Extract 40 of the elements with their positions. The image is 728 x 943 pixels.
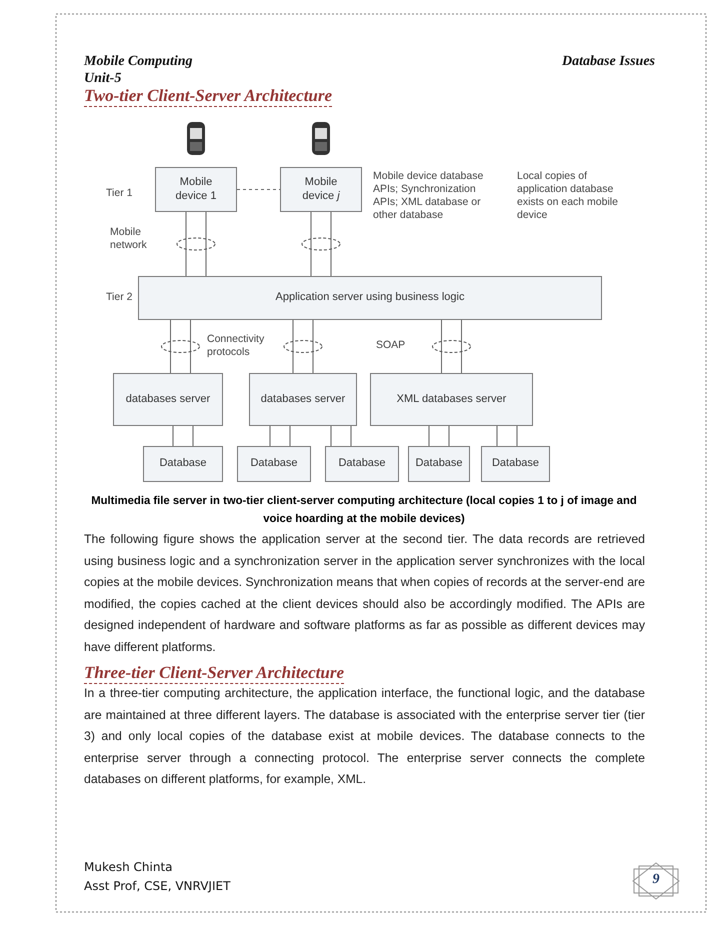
database-box: Database [408, 446, 470, 482]
tier-label: Tier 1 [106, 187, 134, 200]
protocol-label: Connectivity protocols [207, 333, 266, 360]
connection-line [170, 320, 191, 374]
author-affiliation: Asst Prof, CSE, VNRVJIET [84, 879, 232, 893]
network-label: Mobile network [110, 226, 148, 252]
body-paragraph: The following figure shows the application server at the second tier. The data records are retrieved using business logic and a synchronization server in the application server synchronizes with the local copies at the mobile devices. Synchronization means that when copies of records at the server-end are modified, the copies cached at the client devices should also be accordingly modified. The APIs are designed independent of hardware and software platforms as far as possible as different devices may have different platforms. [84, 531, 645, 656]
header-text: Unit-5 [84, 71, 122, 87]
database-box: Database [325, 446, 399, 482]
application-server-box: Application server using business logic [138, 276, 602, 320]
connection-line [330, 426, 352, 446]
connection-line [292, 320, 314, 374]
header-text: Database Issues [561, 54, 655, 70]
database-box: Database [237, 446, 311, 482]
section-heading: Two-tier Client-Server Architecture [84, 86, 332, 107]
database-server-box: databases server [249, 373, 357, 426]
database-server-box: XML databases server [370, 373, 533, 426]
database-box: Database [481, 446, 550, 482]
connection-line [310, 212, 332, 276]
connection-line [428, 426, 450, 446]
dashed-link-line [236, 189, 280, 190]
annotation-text: Mobile device database APIs; Synchronization APIs; XML database or other database [373, 170, 484, 222]
mobile-device-box: Mobile device j [280, 167, 362, 212]
connection-line [270, 426, 290, 446]
header-text: Mobile Computing [84, 54, 194, 70]
mobile-device-box: Mobile device 1 [155, 167, 237, 212]
database-server-box: databases server [113, 373, 223, 426]
connection-line [172, 426, 194, 446]
connection-line [186, 212, 206, 276]
author-name: Mukesh Chinta [84, 860, 174, 874]
page-number: 9 [652, 872, 660, 888]
annotation-text: Local copies of application database exists on each mobile device [517, 170, 619, 222]
tier-label: Tier 2 [106, 291, 134, 304]
protocol-label: SOAP [376, 339, 406, 352]
section-heading: Three-tier Client-Server Architecture [84, 663, 344, 684]
figure-caption: Multimedia file server in two-tier client-server computing architecture (local copies 1 to j of image and voice hoarding at the mobile devices) [90, 494, 638, 527]
database-box: Database [143, 446, 223, 482]
connection-line [496, 426, 518, 446]
body-paragraph: In a three-tier computing architecture, the application interface, the functional logic, and the database are maintained at three different layers. The database is associated with the enterprise server tier (tier 3) and only local copies of the database exist at mobile devices. The database connects to the enterprise server through a connecting protocol. The enterprise server connects the complete databases on different platforms, for example, XML. [84, 685, 645, 788]
connection-line [441, 320, 462, 374]
